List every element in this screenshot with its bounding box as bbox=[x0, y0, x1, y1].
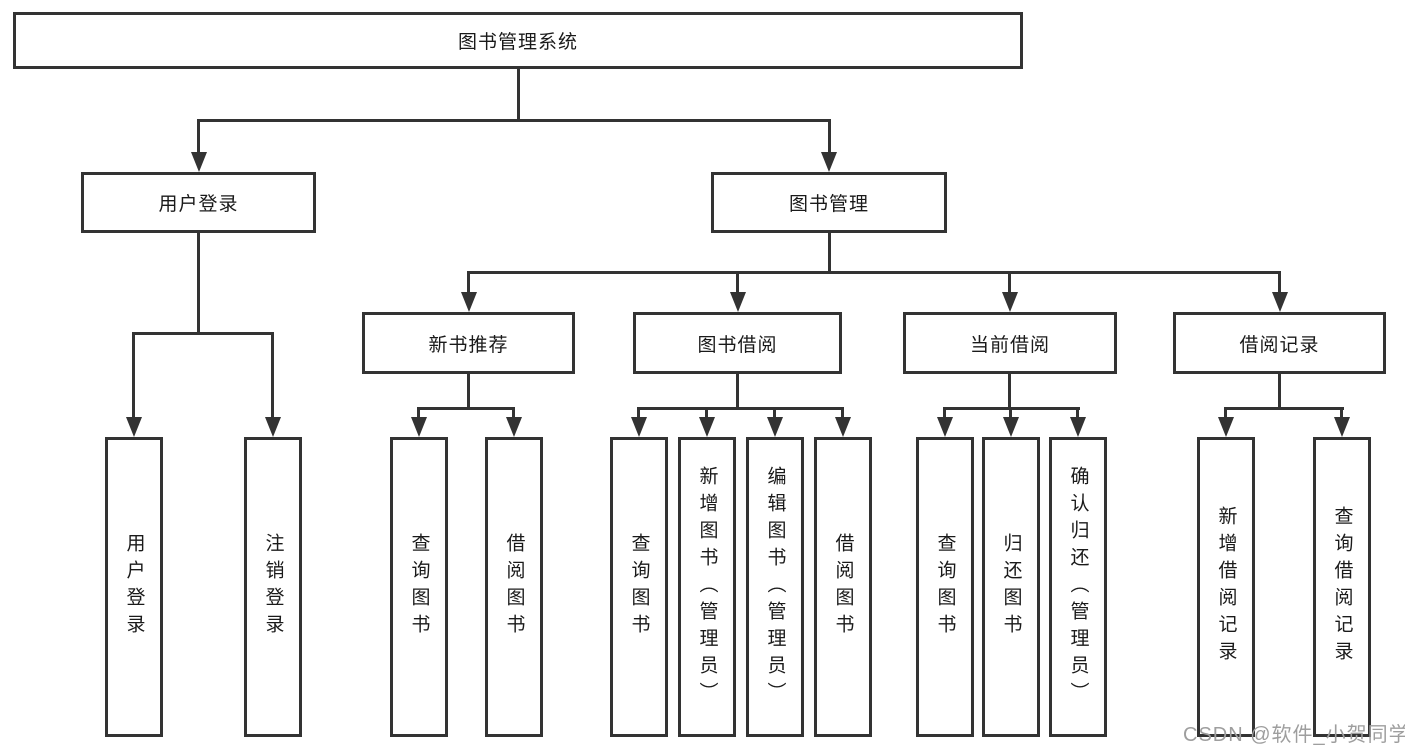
arrowhead-down-icon bbox=[461, 292, 477, 312]
arrowhead-down-icon bbox=[191, 152, 207, 172]
node-label: 借阅记录 bbox=[1239, 334, 1320, 356]
connector-line bbox=[132, 332, 135, 417]
connector-line bbox=[467, 374, 470, 409]
arrowhead-down-icon bbox=[631, 417, 647, 437]
connector-line bbox=[828, 233, 831, 272]
leaf-label: 查询图书 bbox=[408, 533, 430, 641]
connector-line bbox=[705, 407, 708, 417]
connector-line bbox=[417, 407, 515, 410]
connector-line bbox=[197, 233, 200, 335]
connector-line bbox=[736, 374, 739, 409]
arrowhead-down-icon bbox=[506, 417, 522, 437]
leaf-edit-books-admin: 编辑图书（管理员） bbox=[746, 437, 804, 737]
node-label: 用户登录 bbox=[158, 194, 239, 215]
leaf-label: 新增借阅记录 bbox=[1215, 506, 1237, 668]
connector-line bbox=[1008, 271, 1011, 292]
leaf-query-books-current: 查询图书 bbox=[916, 437, 974, 737]
node-label: 当前借阅 bbox=[969, 334, 1050, 356]
leaf-label: 归还图书 bbox=[1000, 533, 1022, 641]
arrowhead-down-icon bbox=[730, 292, 746, 312]
node-new-book-recommend: 新书推荐 bbox=[362, 312, 575, 374]
leaf-return-books: 归还图书 bbox=[982, 437, 1040, 737]
arrowhead-down-icon bbox=[1002, 292, 1018, 312]
leaf-label: 查询图书 bbox=[934, 533, 956, 641]
leaf-label: 用户登录 bbox=[123, 533, 145, 641]
leaf-borrow-books-recommend: 借阅图书 bbox=[485, 437, 543, 737]
arrowhead-down-icon bbox=[265, 417, 281, 437]
connector-line bbox=[512, 407, 515, 417]
leaf-label: 确认归还（管理员） bbox=[1067, 465, 1089, 709]
connector-line bbox=[1076, 407, 1079, 417]
connector-line bbox=[132, 332, 274, 335]
arrowhead-down-icon bbox=[1218, 417, 1234, 437]
leaf-label: 查询图书 bbox=[628, 533, 650, 641]
arrowhead-down-icon bbox=[411, 417, 427, 437]
node-label: 图书借阅 bbox=[697, 334, 778, 356]
leaf-label: 查询借阅记录 bbox=[1331, 506, 1353, 668]
node-book-management: 图书管理 bbox=[711, 172, 947, 233]
leaf-label: 新增图书（管理员） bbox=[696, 465, 718, 709]
connector-line bbox=[197, 119, 830, 122]
connector-line bbox=[1224, 407, 1227, 417]
connector-line bbox=[467, 271, 470, 292]
leaf-logout: 注销登录 bbox=[244, 437, 302, 737]
connector-line bbox=[943, 407, 946, 417]
connector-line bbox=[467, 271, 1281, 274]
leaf-label: 借阅图书 bbox=[503, 533, 525, 641]
connector-line bbox=[1278, 374, 1281, 409]
leaf-label: 注销登录 bbox=[262, 533, 284, 641]
leaf-add-borrow-record: 新增借阅记录 bbox=[1197, 437, 1255, 737]
connector-line bbox=[197, 119, 200, 152]
arrowhead-down-icon bbox=[937, 417, 953, 437]
connector-line bbox=[828, 119, 831, 152]
node-label: 图书管理 bbox=[788, 194, 869, 215]
node-library-system-root: 图书管理系统 bbox=[13, 12, 1023, 69]
connector-line bbox=[637, 407, 844, 410]
leaf-query-books-borrow: 查询图书 bbox=[610, 437, 668, 737]
connector-line bbox=[1224, 407, 1344, 410]
leaf-query-borrow-record: 查询借阅记录 bbox=[1313, 437, 1371, 737]
connector-line bbox=[1340, 407, 1343, 417]
leaf-label: 借阅图书 bbox=[832, 533, 854, 641]
arrowhead-down-icon bbox=[126, 417, 142, 437]
connector-line bbox=[271, 332, 274, 417]
connector-line bbox=[736, 271, 739, 292]
arrowhead-down-icon bbox=[767, 417, 783, 437]
node-label: 图书管理系统 bbox=[457, 32, 578, 53]
arrowhead-down-icon bbox=[1070, 417, 1086, 437]
arrowhead-down-icon bbox=[1003, 417, 1019, 437]
arrowhead-down-icon bbox=[699, 417, 715, 437]
arrowhead-down-icon bbox=[1272, 292, 1288, 312]
connector-line bbox=[637, 407, 640, 417]
leaf-label: 编辑图书（管理员） bbox=[764, 465, 786, 709]
node-current-borrow: 当前借阅 bbox=[903, 312, 1117, 374]
node-user-login: 用户登录 bbox=[81, 172, 316, 233]
csdn-watermark: CSDN @软件_小贺同学 bbox=[1183, 724, 1405, 746]
arrowhead-down-icon bbox=[835, 417, 851, 437]
arrowhead-down-icon bbox=[821, 152, 837, 172]
leaf-add-books-admin: 新增图书（管理员） bbox=[678, 437, 736, 737]
leaf-borrow-books: 借阅图书 bbox=[814, 437, 872, 737]
connector-line bbox=[1009, 407, 1012, 417]
connector-line bbox=[841, 407, 844, 417]
arrowhead-down-icon bbox=[1334, 417, 1350, 437]
connector-line bbox=[1008, 374, 1011, 409]
leaf-confirm-return-admin: 确认归还（管理员） bbox=[1049, 437, 1107, 737]
node-borrow-records: 借阅记录 bbox=[1173, 312, 1386, 374]
connector-line bbox=[1278, 271, 1281, 292]
node-book-borrow: 图书借阅 bbox=[633, 312, 842, 374]
leaf-user-login: 用户登录 bbox=[105, 437, 163, 737]
connector-line bbox=[417, 407, 420, 417]
connector-line bbox=[517, 69, 520, 120]
leaf-query-books-recommend: 查询图书 bbox=[390, 437, 448, 737]
node-label: 新书推荐 bbox=[428, 334, 509, 356]
connector-line bbox=[773, 407, 776, 417]
